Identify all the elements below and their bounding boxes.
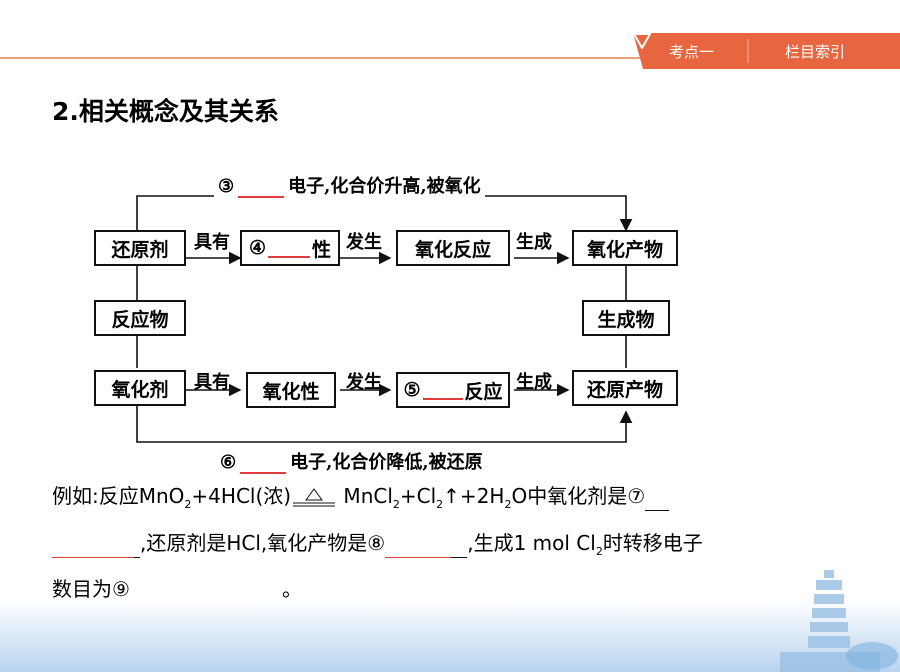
tab-index[interactable]: 栏目索引 xyxy=(785,43,846,61)
box-reactant: 反应物 xyxy=(94,300,186,336)
example-line-3: 数目为⑨。 xyxy=(52,577,302,602)
box-oxidation-product: 氧化产物 xyxy=(572,230,678,266)
label-num-6: ⑥ xyxy=(220,452,237,473)
bottom-decoration xyxy=(0,600,900,672)
header-tab-bar: 考点一 栏目索引 xyxy=(633,33,900,69)
arrow-label-occur-2: 发生 xyxy=(346,372,382,393)
answer-blank-8[interactable] xyxy=(385,537,452,558)
box-oxidant: 氧化剂 xyxy=(94,370,186,406)
answer-blank-7-start[interactable] xyxy=(645,490,670,511)
tab-bar-background xyxy=(633,33,900,69)
label-num-3: ③ xyxy=(218,176,235,197)
answer-blank-9[interactable] xyxy=(135,581,276,602)
example-line-1: 例如:反应MnO2+4HCl(浓) MnCl2+Cl2↑+2H2O中氧化剂是⑦ xyxy=(52,480,670,511)
box-reduction-product: 还原产物 xyxy=(572,370,678,406)
header-rule xyxy=(0,57,640,59)
arrow-label-occur-1: 发生 xyxy=(346,232,382,253)
answer-blank-5[interactable] xyxy=(422,380,463,400)
answer-blank-7[interactable] xyxy=(52,537,134,558)
bottom-loop-label: ⑥ 电子,化合价降低,被还原 xyxy=(216,448,487,474)
bottom-loop-text: 电子,化合价降低,被还原 xyxy=(290,452,483,473)
top-loop-label: ③ 电子,化合价升高,被氧化 xyxy=(214,172,485,198)
blank-tail xyxy=(134,537,140,558)
arrow-label-has-2: 具有 xyxy=(194,372,230,393)
answer-blank-3[interactable] xyxy=(238,178,285,198)
pagoda-icon xyxy=(780,570,898,672)
heat-condition-icon xyxy=(291,487,337,509)
blank-tail xyxy=(451,537,468,558)
top-loop-text: 电子,化合价升高,被氧化 xyxy=(288,176,481,197)
box-product: 生成物 xyxy=(582,300,670,336)
triangle-down-icon[interactable] xyxy=(633,33,651,49)
box-reductant: 还原剂 xyxy=(94,230,186,266)
tab-kaodian[interactable]: 考点一 xyxy=(669,43,715,61)
answer-blank-4[interactable] xyxy=(268,238,311,258)
arrow-label-has-1: 具有 xyxy=(194,232,230,253)
arrow-label-form-1: 生成 xyxy=(516,232,552,253)
box-oxidation-reaction: 氧化反应 xyxy=(396,230,510,266)
section-heading: 2.相关概念及其关系 xyxy=(52,97,279,126)
answer-blank-6[interactable] xyxy=(240,454,287,474)
example-line-2: ,还原剂是HCl,氧化产物是⑧,生成1 mol Cl2时转移电子 xyxy=(52,527,703,558)
arrow-label-form-2: 生成 xyxy=(516,372,552,393)
box-oxidizing-property: 氧化性 xyxy=(246,372,336,408)
